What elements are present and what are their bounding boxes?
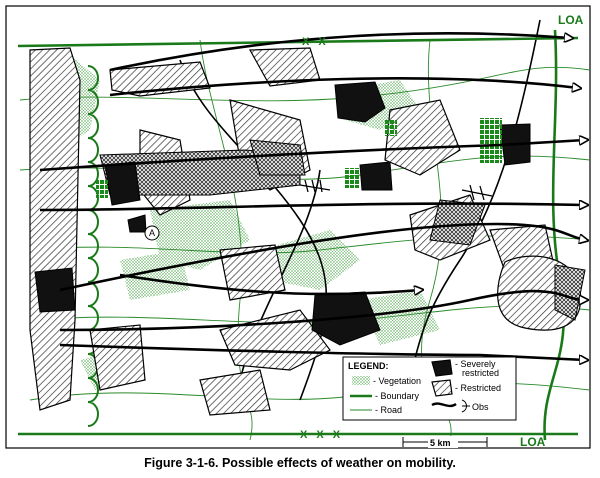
mobility-arrow — [109, 77, 578, 97]
severely-restricted-area — [359, 161, 393, 191]
legend-vegetation-label: - Vegetation — [373, 376, 421, 386]
built-up-area — [480, 118, 502, 163]
legend-obs-swatch — [431, 402, 457, 408]
legend-obs-bracket — [461, 399, 470, 413]
legend-boundary-label: - Boundary — [375, 391, 420, 401]
restricted-area — [384, 99, 461, 176]
built-up-areas — [96, 118, 502, 198]
boundary-marker-top: X X — [302, 36, 329, 48]
restricted-area — [554, 264, 586, 321]
vegetation-area — [260, 230, 360, 290]
severely-restricted-area — [334, 81, 386, 123]
built-up-area — [96, 180, 108, 198]
restricted-area — [219, 244, 286, 301]
vegetation-area — [360, 290, 440, 345]
point-marker — [144, 225, 160, 241]
restricted-area — [249, 139, 306, 176]
restricted-area — [89, 324, 146, 391]
severely-restricted-area — [34, 267, 76, 313]
vegetation-area — [120, 250, 190, 300]
legend-title: LEGEND: — [348, 361, 389, 371]
legend-restricted-swatch — [431, 379, 453, 397]
built-up-area — [385, 120, 397, 136]
legend: LEGEND: - Vegetation - Boundary - Road -… — [342, 356, 517, 421]
restricted-area — [199, 369, 271, 416]
loa-label-top: LOA — [558, 13, 584, 27]
legend-obs-label: Obs — [472, 402, 489, 412]
legend-severely-swatch — [431, 359, 453, 377]
mobility-arrow — [119, 273, 420, 294]
mobility-arrow — [59, 343, 585, 360]
mobility-arrow — [39, 204, 585, 212]
point-marker-label: A — [149, 228, 155, 238]
mobility-arrows — [39, 32, 585, 360]
legend-severely-label: - Severely — [455, 359, 496, 369]
boundary-marker-bottom: X X X — [300, 429, 343, 441]
scale-label: 5 km — [430, 438, 451, 448]
restricted-area — [29, 47, 81, 411]
legend-road-label: - Road — [375, 405, 402, 415]
mobility-arrow — [39, 140, 585, 172]
built-up-area — [345, 168, 359, 188]
mobility-arrow — [109, 32, 570, 72]
scale-bar: 5 km — [402, 436, 488, 448]
legend-restricted-label: - Restricted — [455, 383, 501, 393]
legend-vegetation-swatch — [352, 376, 370, 385]
mobility-arrow — [59, 222, 585, 292]
legend-box — [342, 356, 517, 421]
legend-severely-label-2: restricted — [462, 368, 499, 378]
obstacle-mark — [299, 179, 331, 193]
mobility-arrow — [59, 289, 585, 332]
figure-caption: Figure 3-1-6. Possible effects of weathe… — [144, 456, 456, 470]
obstacle-marks — [299, 179, 493, 201]
loa-label-bottom: LOA — [520, 435, 546, 449]
obstacle-mark — [461, 184, 493, 201]
